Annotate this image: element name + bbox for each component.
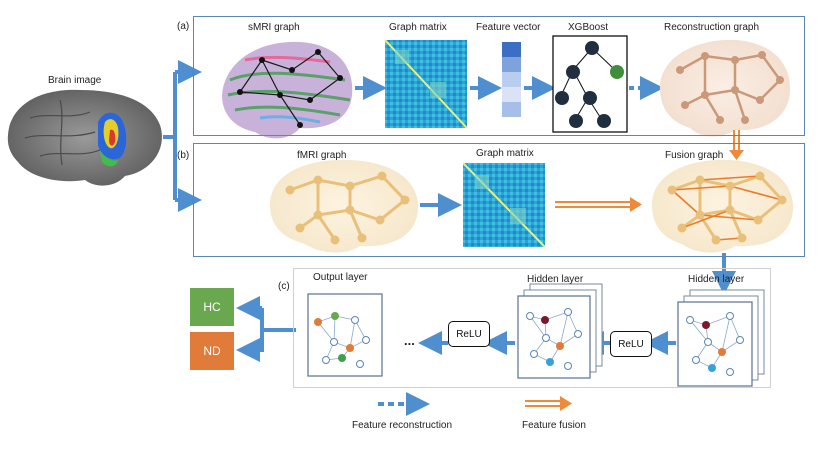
brain-image-icon bbox=[7, 89, 162, 186]
reconstruction-graph bbox=[660, 39, 791, 137]
legend-double-arrow bbox=[525, 400, 562, 407]
brain-image-label: Brain image bbox=[48, 75, 102, 86]
feature-vector bbox=[502, 42, 521, 117]
relu-box-right: ReLU bbox=[610, 331, 652, 357]
panel-a-frame bbox=[193, 16, 805, 136]
fusion-graph-label: Fusion graph bbox=[665, 150, 724, 161]
output-layer-card bbox=[307, 293, 383, 377]
xgboost-tree bbox=[552, 35, 628, 133]
hidden-layer-middle bbox=[517, 283, 603, 379]
relu-box-left: ReLU bbox=[448, 321, 490, 347]
ellipsis: ... bbox=[404, 333, 415, 348]
hidden-layer-right bbox=[677, 289, 765, 387]
fusion-graph bbox=[652, 159, 794, 253]
panel-c-frame bbox=[293, 268, 771, 388]
fmri-graph-label: fMRI graph bbox=[297, 150, 347, 161]
panel-b-tag: (b) bbox=[177, 150, 190, 161]
hidden-layer-right-label: Hidden layer bbox=[688, 274, 745, 285]
legend-reconstruction-label: Feature reconstruction bbox=[352, 420, 453, 431]
xgboost-label: XGBoost bbox=[568, 22, 609, 33]
reconstruction-graph-label: Reconstruction graph bbox=[664, 22, 760, 33]
output-layer-label: Output layer bbox=[313, 272, 368, 283]
graph-matrix-b-label: Graph matrix bbox=[476, 148, 534, 159]
panel-a-tag: (a) bbox=[177, 21, 190, 32]
feature-vector-label: Feature vector bbox=[476, 22, 541, 33]
graph-matrix-a bbox=[384, 39, 468, 129]
smri-graph-label: sMRI graph bbox=[248, 22, 300, 33]
panel-b-frame bbox=[193, 143, 805, 257]
hc-output-box: HC bbox=[190, 288, 234, 326]
hidden-layer-middle-label: Hidden layer bbox=[527, 274, 584, 285]
graph-matrix-b bbox=[462, 162, 546, 248]
graph-matrix-a-label: Graph matrix bbox=[389, 22, 447, 33]
fmri-graph bbox=[270, 159, 419, 253]
nd-output-box: ND bbox=[190, 332, 234, 370]
smri-graph-image bbox=[222, 41, 353, 139]
legend-fusion-label: Feature fusion bbox=[522, 420, 586, 431]
panel-c-tag: (c) bbox=[278, 281, 290, 292]
